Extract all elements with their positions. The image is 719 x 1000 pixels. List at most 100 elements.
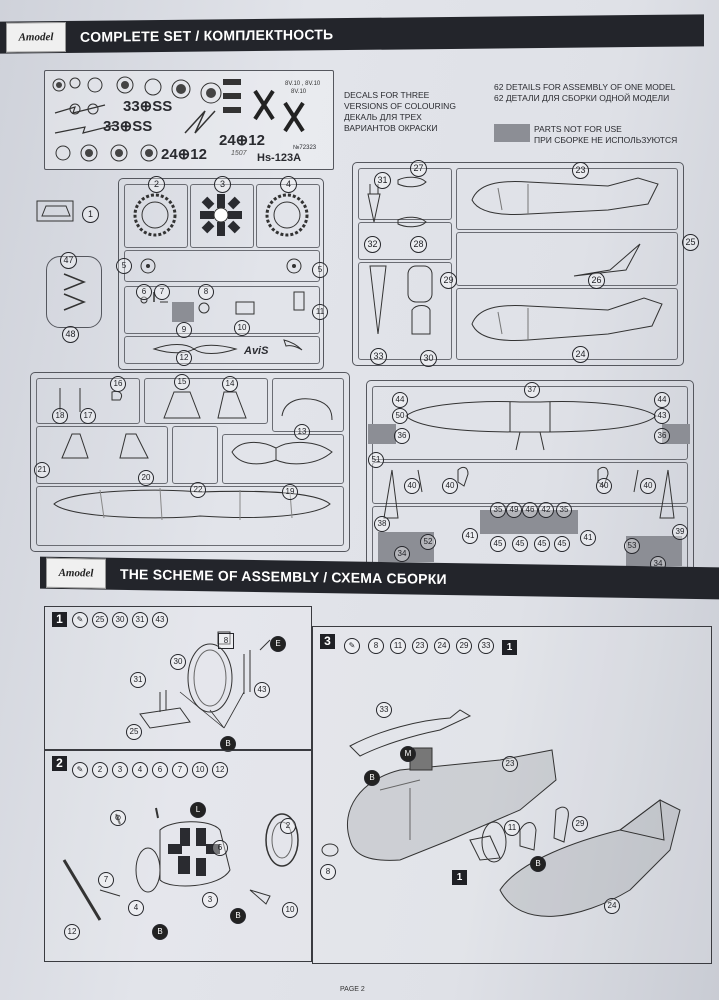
part-number: 36: [654, 428, 670, 444]
canopy-part-icon: [36, 200, 74, 222]
sprue-cell: [358, 262, 452, 360]
part-number: 14: [222, 376, 238, 392]
part-number: 24: [572, 346, 589, 363]
strut-part-icon: [63, 273, 87, 311]
step-part: 7: [98, 872, 114, 888]
decal-model-name: Hs-123A: [257, 152, 302, 164]
part-number: 6: [136, 284, 152, 300]
part-number: 46: [522, 502, 538, 518]
decal-code-d: 24⊕12: [161, 146, 207, 163]
step-part: 30: [112, 612, 128, 628]
legend-line: ПРИ СБОРКЕ НЕ ИСПОЛЬЗУЮТСЯ: [534, 135, 678, 145]
part-number: 5: [116, 258, 132, 274]
part-number: 7: [154, 284, 170, 300]
callout-e: E: [270, 636, 286, 652]
decal-note-line: ДЕКАЛЬ ДЛЯ ТРЕХ: [344, 112, 422, 122]
step-ref-1: 1: [452, 870, 467, 885]
part-number: 40: [596, 478, 612, 494]
svg-text:8V.10: 8V.10: [291, 89, 307, 95]
part-number: 40: [640, 478, 656, 494]
step-2-drawing: [62, 807, 299, 921]
step-part: 29: [572, 816, 588, 832]
part-number: 44: [654, 392, 670, 408]
part-number: 16: [110, 376, 126, 392]
part-number: 13: [294, 424, 310, 440]
step-part: 24: [604, 898, 620, 914]
step-part: 2: [92, 762, 108, 778]
sprue-cell: [456, 168, 678, 230]
step-part: 29: [456, 638, 472, 654]
part-number: 42: [538, 502, 554, 518]
sprue-cell: [456, 288, 678, 360]
part-number: 19: [282, 484, 298, 500]
part-number: 41: [462, 528, 478, 544]
decal-code-c: 24⊕12: [219, 132, 265, 149]
part-number: 44: [392, 392, 408, 408]
part-number: 52: [420, 534, 436, 550]
details-count-note: 62 DETAILS FOR ASSEMBLY OF ONE MODEL 62 …: [494, 82, 675, 104]
step-2-number: 2: [52, 756, 67, 771]
part-number: 35: [490, 502, 506, 518]
part-number: 20: [138, 470, 154, 486]
sprue-cell: [358, 168, 452, 220]
sprue-c: [30, 372, 350, 552]
part-number: 53: [624, 538, 640, 554]
part-number: 36: [394, 428, 410, 444]
fuselage-half-icon: [471, 297, 663, 341]
decal-note-line: DECALS FOR THREE: [344, 90, 430, 100]
callout-b: B: [220, 736, 236, 752]
step-part: 23: [502, 756, 518, 772]
complete-set-header: Amodel COMPLETE SET / КОМПЛЕКТНОСТЬ: [0, 14, 704, 54]
part-number: 10: [234, 320, 250, 336]
part-number: 29: [440, 272, 457, 289]
part-number: 32: [364, 236, 381, 253]
step-3-ref: 1: [502, 640, 517, 655]
part-number: 51: [368, 452, 384, 468]
decal-sheet: 8V.10 , 8V.10 8V.10 1507 33⊕SS 33⊕SS 24⊕…: [44, 70, 334, 170]
step-part: 7: [172, 762, 188, 778]
step-1-panel: [44, 606, 312, 750]
part-number: 40: [442, 478, 458, 494]
step-part: 12: [64, 924, 80, 940]
small-fuselage-parts-icon: [367, 176, 433, 335]
part-number: 48: [62, 326, 79, 343]
step-1-drawing: [139, 631, 271, 729]
callout-b: B: [152, 924, 168, 940]
glue-icon: ✎: [72, 612, 88, 628]
decal-note: DECALS FOR THREE VERSIONS OF COLOURING Д…: [344, 90, 456, 134]
decal-item-number: №72323: [293, 145, 317, 151]
wheel-part-icon: [265, 193, 309, 237]
step-part: 11: [504, 820, 520, 836]
part-number: 23: [572, 162, 589, 179]
decal-code-b: 33⊕SS: [103, 118, 153, 135]
step-part: 31: [132, 612, 148, 628]
complete-set-title: COMPLETE SET / КОМПЛЕКТНОСТЬ: [80, 26, 334, 45]
amodel-logo: Amodel: [46, 557, 106, 589]
engine-part-icon: [200, 194, 242, 236]
part-number: 4: [280, 176, 297, 193]
details-note-line: 62 DETAILS FOR ASSEMBLY OF ONE MODEL: [494, 82, 676, 92]
scheme-title: THE SCHEME OF ASSEMBLY / СХЕМА СБОРКИ: [120, 565, 447, 588]
sprue-cell: [124, 336, 320, 364]
step-part: 12: [212, 762, 228, 778]
part-number: 30: [420, 350, 437, 367]
step-part: 31: [130, 672, 146, 688]
svg-text:1507: 1507: [231, 150, 248, 157]
glue-icon: ✎: [344, 638, 360, 654]
decal-code-a: 33⊕SS: [123, 98, 173, 115]
part-number: 17: [80, 408, 96, 424]
sprue-cell: [144, 378, 268, 424]
part-number: 33: [370, 348, 387, 365]
part-number: 40: [404, 478, 420, 494]
step-3-panel: [312, 626, 712, 964]
part-number: 34: [394, 546, 410, 562]
step-3-drawing: [321, 709, 681, 917]
step-part: 11: [390, 638, 406, 654]
sprue-b: [352, 162, 684, 366]
part-number: 21: [34, 462, 50, 478]
step-part: 8: [368, 638, 384, 654]
part-number: 3: [214, 176, 231, 193]
part-number: 45: [534, 536, 550, 552]
details-note-line: 62 ДЕТАЛИ ДЛЯ СБОРКИ ОДНОЙ МОДЕЛИ: [494, 93, 670, 103]
